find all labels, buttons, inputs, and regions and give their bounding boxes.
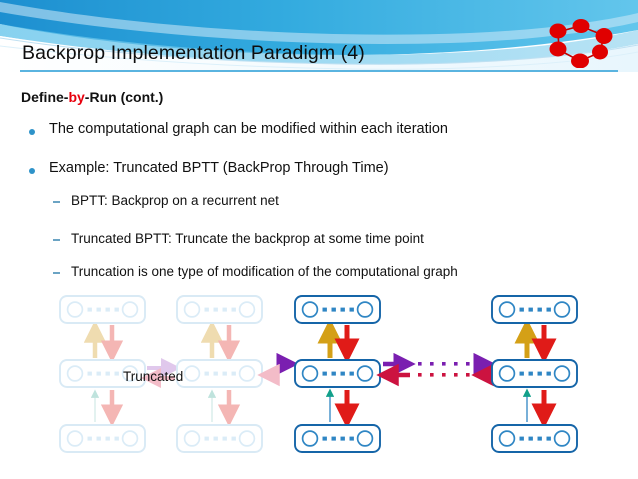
graph-node: [59, 295, 146, 324]
truncated-bptt-graphic: [59, 295, 578, 453]
subheading-pre: Define-: [21, 89, 69, 105]
truncated-bptt-diagram: [0, 279, 638, 479]
bullet-marker-dash: [53, 201, 60, 203]
bullet-item-3: Truncated BPTT: Truncate the backprop at…: [71, 231, 424, 246]
hexagon-node-logo: [549, 19, 613, 68]
bullet-marker-dot: [29, 168, 35, 174]
graph-column-1-faded: [59, 295, 146, 453]
bullet-marker-dash: [53, 272, 60, 274]
truncated-label: Truncated: [123, 369, 184, 384]
graph-column-2-faded: [176, 295, 263, 453]
graph-column-3-active: [294, 295, 381, 453]
header-wave-graphic: [0, 0, 638, 72]
subheading-highlight: by: [68, 89, 85, 105]
recurrent-link-3-4-ellipsis: [376, 352, 496, 387]
recurrent-link-1-2-faded: [141, 358, 181, 388]
subheading-post: -Run (cont.): [84, 89, 164, 105]
graph-node: [176, 359, 263, 388]
graph-node: [59, 424, 146, 453]
bullet-item-0: The computational graph can be modified …: [49, 121, 448, 137]
bullet-item-4: Truncation is one type of modification o…: [71, 264, 458, 279]
bullet-marker-dash: [53, 239, 60, 241]
header-wave-banner: [0, 0, 638, 72]
bullet-item-2: BPTT: Backprop on a recurrent net: [71, 193, 279, 208]
forward-ellipsis-dots: [418, 362, 470, 366]
bullet-item-1: Example: Truncated BPTT (BackProp Throug…: [49, 160, 389, 176]
graph-node: [491, 359, 578, 388]
graph-node: [176, 295, 263, 324]
bullet-marker-dot: [29, 129, 35, 135]
graph-node: [294, 359, 381, 388]
backward-ellipsis-dots: [418, 373, 470, 377]
recurrent-link-2-3-truncation-boundary: [257, 352, 299, 387]
graph-node: [176, 424, 263, 453]
graph-column-4-active: [491, 295, 578, 453]
page-title: Backprop Implementation Paradigm (4): [22, 42, 365, 64]
title-underline: [20, 70, 618, 72]
graph-node: [294, 424, 381, 453]
subheading: Define-by-Run (cont.): [21, 89, 163, 105]
graph-node: [294, 295, 381, 324]
graph-node: [491, 424, 578, 453]
graph-node: [491, 295, 578, 324]
